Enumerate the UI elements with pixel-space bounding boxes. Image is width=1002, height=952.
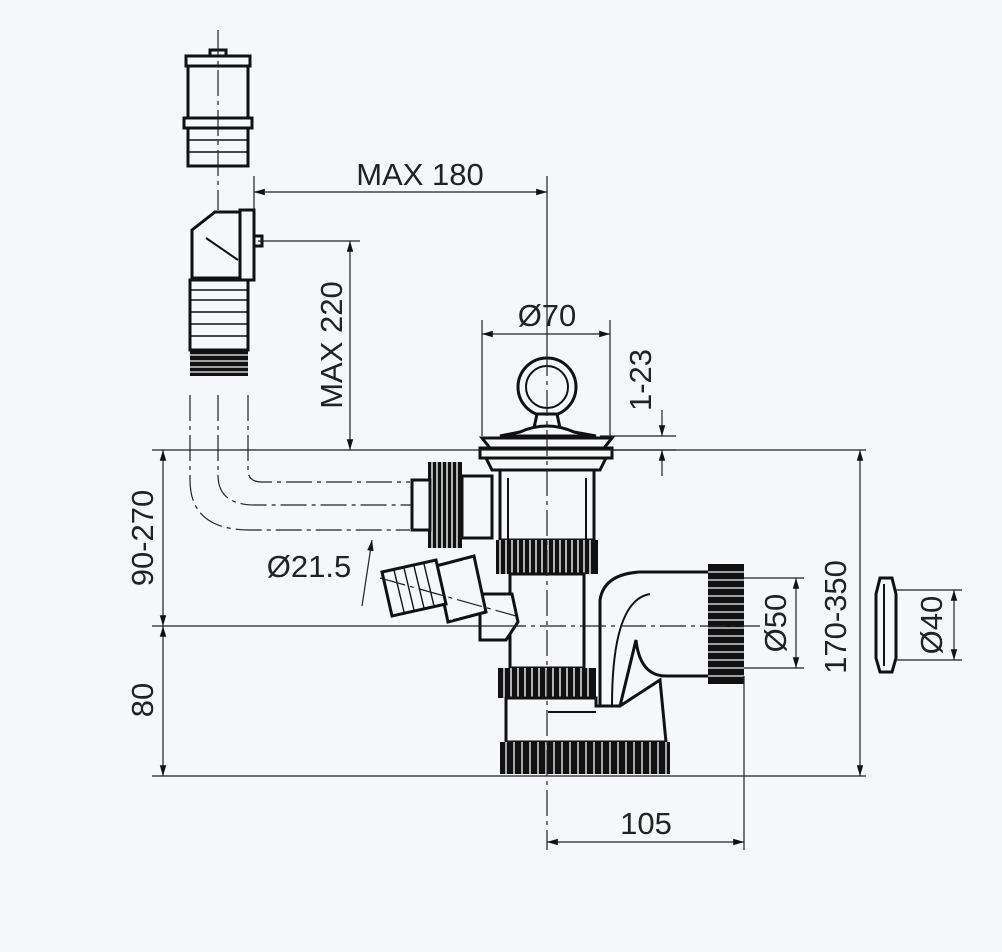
overflow-elbow <box>188 208 264 376</box>
overflow-hose <box>189 395 420 531</box>
max-reach-label: MAX 180 <box>356 157 484 192</box>
rubber-seal <box>874 576 898 674</box>
outlet-diameter-label: Ø50 <box>758 594 793 653</box>
inlet-height-label: 90-270 <box>125 490 160 587</box>
seal-diameter-label: Ø40 <box>914 596 949 655</box>
hose-diameter-label: Ø21.5 <box>267 549 351 584</box>
strainer-diameter-label: Ø70 <box>518 298 577 333</box>
max-height-label: MAX 220 <box>314 281 349 409</box>
overflow-stopper <box>182 48 254 168</box>
strainer-adjust-label: 1-23 <box>623 349 658 411</box>
outlet-offset-label: 105 <box>620 806 672 841</box>
dimension-lines <box>152 176 962 850</box>
center-lines <box>217 30 760 850</box>
total-height-label: 170-350 <box>818 560 853 674</box>
base-height-label: 80 <box>125 683 160 717</box>
waste-body <box>380 356 744 774</box>
